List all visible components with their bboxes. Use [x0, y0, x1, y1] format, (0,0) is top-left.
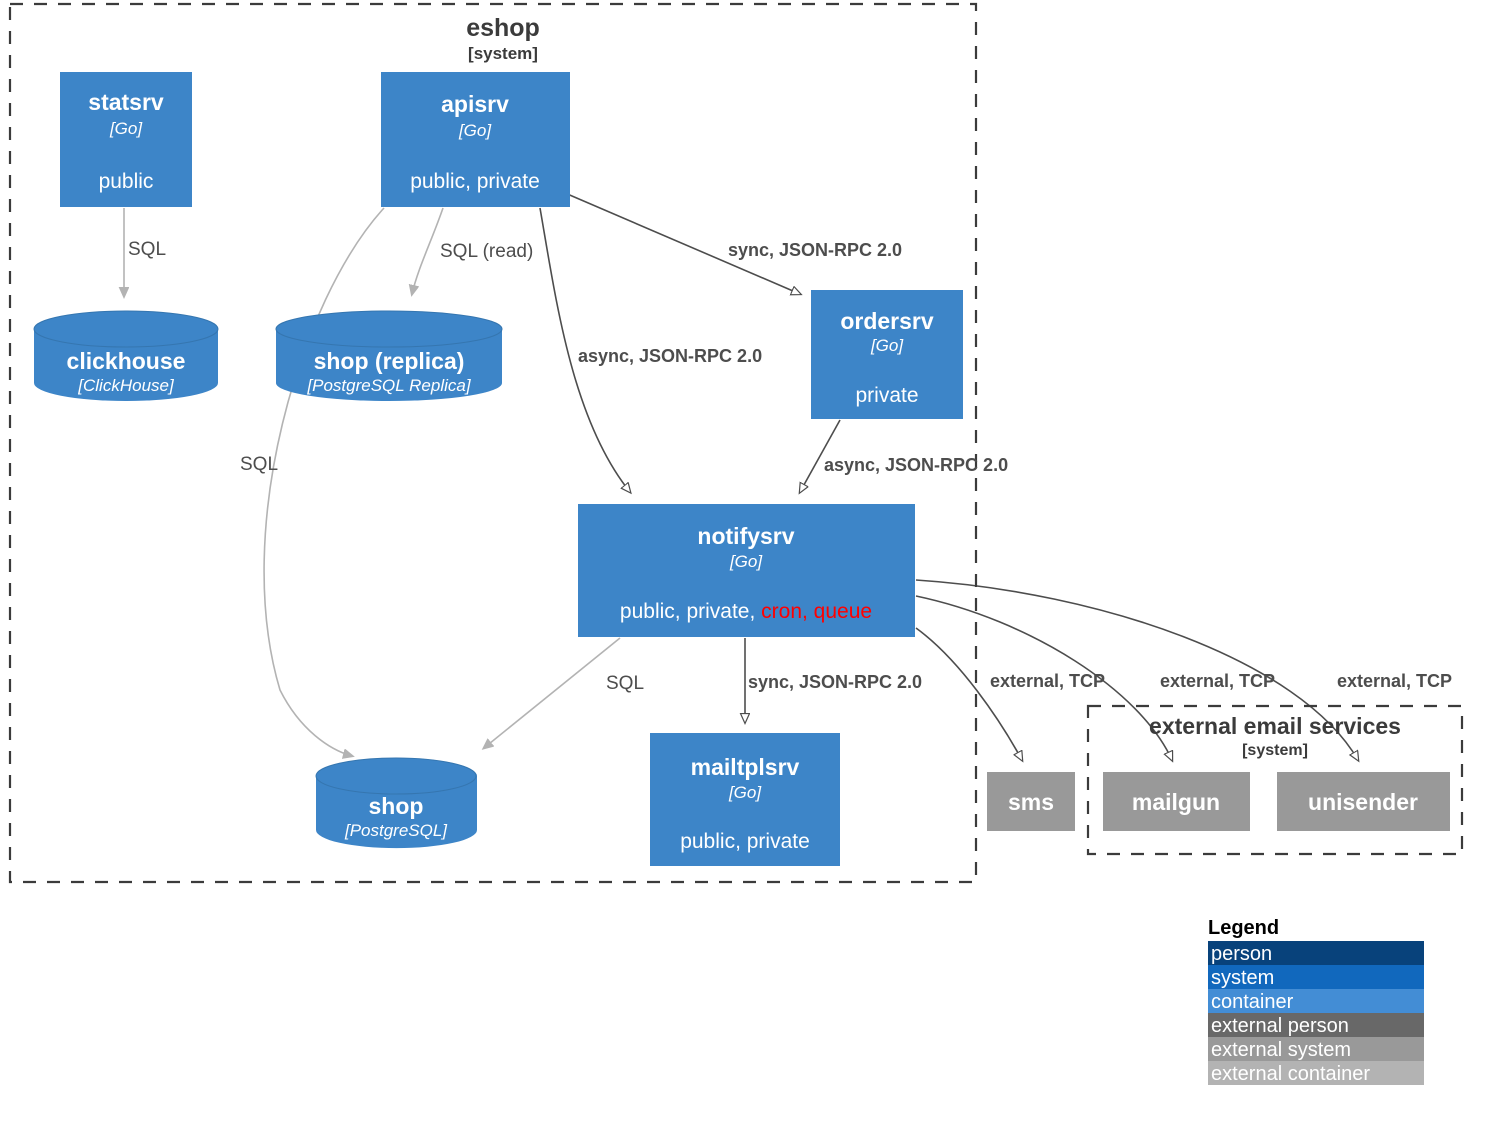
edge-notifysrv-sms [915, 627, 1022, 760]
node-notifysrv-tech: [Go] [729, 552, 763, 571]
node-sms-shape[interactable] [987, 772, 1075, 831]
edge-notifysrv-unisender [915, 579, 1358, 760]
edge-apisrv-shop [263, 207, 385, 756]
node-sms[interactable]: sms [987, 772, 1075, 831]
legend-swatch-person [1208, 941, 1424, 965]
node-notifysrv-tags-plain: public, private, [620, 600, 761, 623]
node-shop-top [315, 757, 477, 795]
legend-swatch-external-person [1208, 1013, 1424, 1037]
group-subtitle-eshop: [system] [468, 44, 538, 63]
node-apisrv-title: apisrv [441, 91, 509, 117]
node-unisender[interactable]: unisender [1277, 772, 1450, 831]
edge-label-apisrv-shop-replica: SQL (read) [440, 241, 533, 262]
edge-apisrv-shop-replica [412, 207, 444, 294]
node-clickhouse-title: clickhouse [67, 348, 186, 374]
edge-label-apisrv-notifysrv: async, JSON-RPC 2.0 [578, 346, 762, 366]
node-mailgun[interactable]: mailgun [1103, 772, 1250, 831]
node-statsrv-tags: public [99, 170, 154, 193]
edge-label-notifysrv-shop: SQL [606, 673, 644, 694]
legend-label-person: person [1211, 943, 1272, 965]
legend-swatch-container [1208, 989, 1424, 1013]
legend-item-external-person: external person [1208, 1013, 1424, 1037]
edge-notifysrv-shop [484, 637, 621, 748]
edge-label-apisrv-shop: SQL [240, 454, 278, 475]
node-clickhouse-tech: [ClickHouse] [77, 376, 175, 395]
legend-item-external-system: external system [1208, 1037, 1424, 1061]
node-ordersrv-tags: private [855, 384, 918, 407]
node-notifysrv-tags: public, private, cron, queue [620, 600, 872, 623]
legend-swatch-system [1208, 965, 1424, 989]
group-subtitle-external-email-services: [system] [1242, 742, 1308, 759]
legend-item-system: system [1208, 965, 1424, 989]
edge-ordersrv-notifysrv [800, 419, 841, 492]
legend-label-external-person: external person [1211, 1015, 1349, 1037]
edge-label-notifysrv-sms: external, TCP [990, 671, 1105, 691]
group-boundary-eshop [8, 2, 978, 884]
node-shop-title: shop [369, 793, 424, 819]
node-apisrv[interactable]: apisrv [Go] public, private [381, 72, 570, 207]
edge-notifysrv-mailgun [915, 595, 1172, 760]
edge-label-notifysrv-unisender: external, TCP [1337, 671, 1452, 691]
node-shop-replica-title: shop (replica) [314, 348, 465, 374]
group-title-eshop: eshop [466, 14, 540, 42]
node-statsrv-title: statsrv [88, 89, 164, 115]
edge-label-statsrv-clickhouse: SQL [128, 239, 166, 260]
node-apisrv-tech: [Go] [458, 121, 492, 140]
legend-title: Legend [1208, 917, 1279, 939]
node-unisender-title: unisender [1308, 789, 1418, 815]
legend-swatch-external-container [1208, 1061, 1424, 1085]
node-ordersrv[interactable]: ordersrv [Go] private [811, 290, 963, 419]
node-unisender-shape[interactable] [1277, 772, 1450, 831]
legend-label-container: container [1211, 991, 1294, 1013]
node-statsrv-shape[interactable] [60, 72, 192, 207]
node-sms-title: sms [1008, 789, 1054, 815]
edge-label-notifysrv-mailtplsrv: sync, JSON-RPC 2.0 [748, 672, 922, 692]
legend-item-container: container [1208, 989, 1424, 1013]
node-mailtplsrv-tech: [Go] [728, 783, 762, 802]
node-clickhouse-top [33, 310, 219, 348]
group-boundary-external-email-services [1086, 704, 1464, 856]
group-title-external-email-services: external email services [1149, 713, 1401, 739]
node-mailtplsrv-tags: public, private [680, 830, 810, 853]
node-notifysrv-title: notifysrv [697, 523, 794, 549]
node-mailgun-title: mailgun [1132, 789, 1220, 815]
edge-label-notifysrv-mailgun: external, TCP [1160, 671, 1275, 691]
node-ordersrv-tech: [Go] [870, 336, 904, 355]
node-statsrv-tech: [Go] [109, 119, 143, 138]
legend-label-external-system: external system [1211, 1039, 1351, 1061]
node-shop[interactable]: shop [PostgreSQL] [315, 757, 478, 849]
node-mailgun-shape[interactable] [1103, 772, 1250, 831]
legend-item-external-container: external container [1208, 1061, 1424, 1085]
node-notifysrv-tags-red: cron, queue [761, 600, 872, 623]
node-shop-replica-top [275, 310, 503, 348]
edge-apisrv-notifysrv [539, 207, 630, 492]
node-notifysrv[interactable]: notifysrv [Go] public, private, cron, qu… [578, 504, 915, 637]
node-shop-replica[interactable]: shop (replica) [PostgreSQL Replica] [275, 310, 503, 401]
node-ordersrv-shape[interactable] [811, 290, 963, 419]
edge-label-apisrv-ordersrv: sync, JSON-RPC 2.0 [728, 240, 902, 260]
edge-label-ordersrv-notifysrv: async, JSON-RPC 2.0 [824, 455, 1008, 475]
node-shop-replica-tech: [PostgreSQL Replica] [306, 376, 471, 395]
legend-label-system: system [1211, 967, 1274, 989]
node-mailtplsrv[interactable]: mailtplsrv [Go] public, private [650, 733, 840, 866]
node-mailtplsrv-shape[interactable] [650, 733, 840, 866]
node-mailtplsrv-title: mailtplsrv [691, 754, 800, 780]
legend-label-external-container: external container [1211, 1063, 1370, 1085]
node-notifysrv-shape[interactable] [578, 504, 915, 637]
node-apisrv-tags: public, private [410, 170, 540, 193]
node-statsrv[interactable]: statsrv [Go] public [60, 72, 192, 207]
node-shop-tech: [PostgreSQL] [344, 821, 448, 840]
legend-item-person: person [1208, 941, 1424, 965]
edge-apisrv-ordersrv [564, 192, 800, 294]
legend-swatch-external-system [1208, 1037, 1424, 1061]
node-apisrv-shape[interactable] [381, 72, 570, 207]
node-ordersrv-title: ordersrv [840, 308, 934, 334]
node-clickhouse[interactable]: clickhouse [ClickHouse] [33, 310, 219, 401]
